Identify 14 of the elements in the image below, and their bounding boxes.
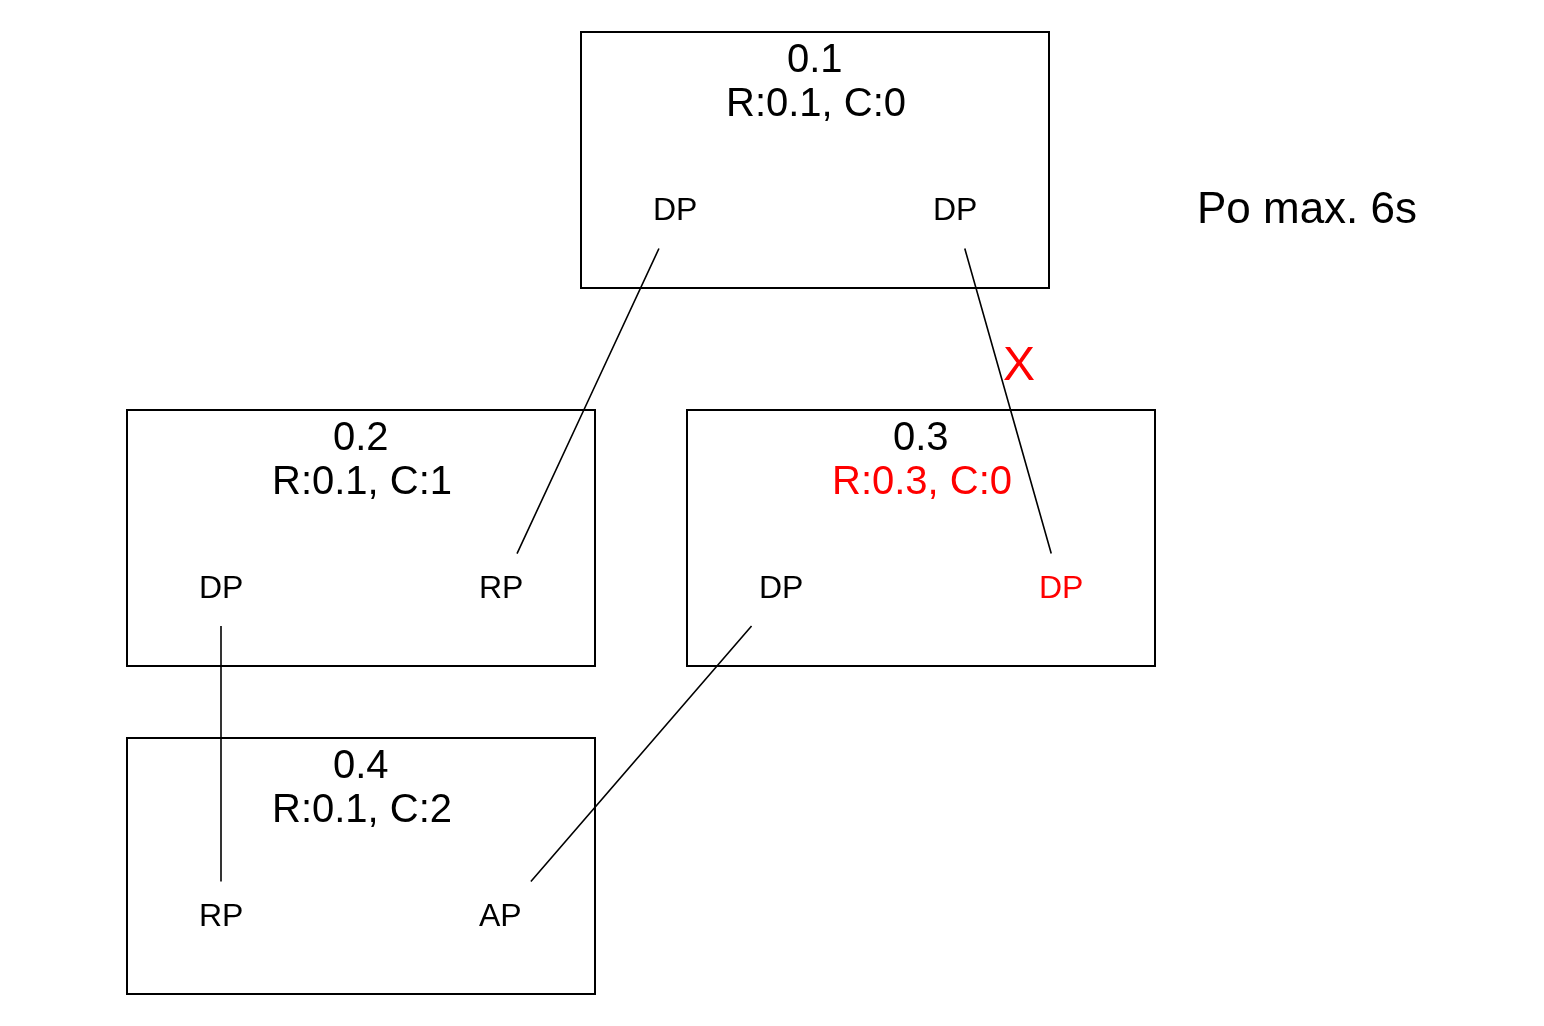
node-text: DP: [759, 568, 804, 605]
connector: [516, 247, 660, 555]
label: Po max. 6s: [1196, 183, 1418, 233]
connector: [530, 625, 753, 883]
connector: [964, 247, 1053, 555]
node-text: RP: [199, 896, 244, 933]
node-text: AP: [479, 896, 522, 933]
edge-label: X: [1002, 337, 1036, 391]
node-text: DP: [1039, 568, 1084, 605]
node-text: DP: [199, 568, 244, 605]
node-text: DP: [653, 190, 698, 227]
node-text: DP: [933, 190, 978, 227]
node-text: RP: [479, 568, 524, 605]
connector: [220, 625, 222, 883]
